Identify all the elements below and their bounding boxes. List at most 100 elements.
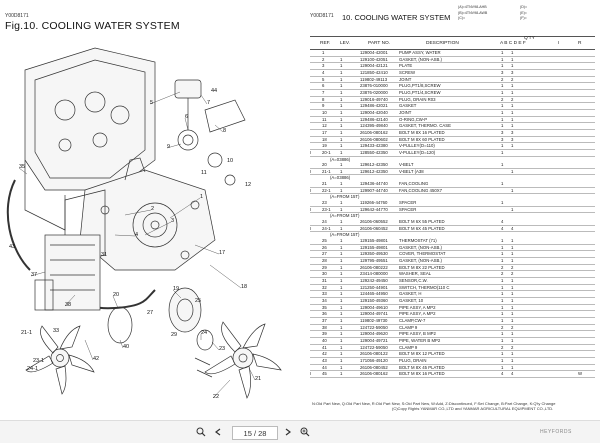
cell-m: I bbox=[310, 371, 312, 377]
cell-ref: 24-1 bbox=[322, 225, 331, 231]
cell-q2: 1 bbox=[511, 83, 514, 89]
header-part-no: PART NO. bbox=[368, 41, 391, 46]
cell-ref: 40 bbox=[322, 337, 327, 343]
callout-label: 11 bbox=[201, 170, 207, 176]
cell-desc: GASKET, (NON-ASB.) bbox=[399, 56, 442, 62]
zoom-out-icon[interactable] bbox=[196, 425, 206, 439]
cell-ref: 26 bbox=[322, 244, 327, 250]
cell-q1: 2 bbox=[501, 324, 504, 330]
cell-no: 26106-060452 bbox=[360, 225, 388, 231]
cell-q1: 1 bbox=[501, 304, 504, 310]
cell-desc: PIPE ASSY, A MP2 bbox=[399, 304, 436, 310]
cell-m: I bbox=[310, 149, 312, 155]
cell-desc: PIPE ASSY, A MP2 bbox=[399, 311, 436, 317]
figure-title: Fig.10. COOLING WATER SYSTEM bbox=[5, 20, 180, 32]
cell-q1: 1 bbox=[501, 181, 504, 187]
cell-desc: O-RING,CW-P bbox=[399, 116, 428, 122]
cell-lev: 1 bbox=[340, 181, 343, 187]
cell-desc: V-BELT (A38 bbox=[399, 168, 424, 174]
callout-label: 37 bbox=[31, 272, 37, 278]
model-b: (B)=4TNV98-AWB bbox=[458, 10, 488, 15]
table-row: (A=03886) bbox=[310, 175, 595, 181]
cell-lev: 1 bbox=[340, 357, 343, 363]
cell-ref: 6 bbox=[322, 83, 325, 89]
cell-q2: 1 bbox=[511, 206, 514, 212]
cell-desc: GASKET bbox=[399, 103, 417, 109]
cell-desc: COVER, THERMOSTAT bbox=[399, 251, 446, 257]
cell-lev: 1 bbox=[340, 317, 343, 323]
cell-q1: 2 bbox=[501, 76, 504, 82]
cell-desc: BOLT M 8X 16 PLATED bbox=[399, 129, 445, 135]
cell-desc: BOLT M 6X 45 PLATED bbox=[399, 225, 445, 231]
cell-lev: 1 bbox=[340, 225, 343, 231]
cell-ref: 21 bbox=[322, 181, 327, 187]
callout-label: 2 bbox=[151, 206, 154, 212]
cell-q2: 1 bbox=[511, 50, 514, 55]
cell-q2: 1 bbox=[511, 89, 514, 95]
callout-label: 31 bbox=[101, 252, 107, 258]
cell-no: 129016-49740 bbox=[360, 96, 388, 102]
cell-q1: 1 bbox=[501, 351, 504, 357]
cell-ref: (A=03886) bbox=[330, 175, 351, 181]
cell-desc: SPACER bbox=[399, 200, 417, 206]
section-title: 10. COOLING WATER SYSTEM bbox=[342, 13, 451, 22]
cell-lev: 1 bbox=[340, 83, 343, 89]
next-page-icon[interactable] bbox=[283, 425, 293, 439]
cell-ref: 45 bbox=[322, 371, 327, 377]
cell-lev: 1 bbox=[340, 168, 343, 174]
cell-ref: 38 bbox=[322, 324, 327, 330]
cell-lev: 1 bbox=[340, 271, 343, 277]
cell-q2: 1 bbox=[511, 56, 514, 62]
table-header: REF. LEV. PART NO. DESCRIPTION Q'TY A B … bbox=[310, 36, 594, 48]
cell-q1: 1 bbox=[501, 103, 504, 109]
cell-q2: 2 bbox=[511, 264, 514, 270]
cell-no: 124465-44950 bbox=[360, 291, 388, 297]
left-doc-code: Y00D8171 bbox=[5, 13, 29, 19]
page-indicator[interactable]: 15 / 28 bbox=[232, 426, 278, 440]
cell-q2: 4 bbox=[511, 225, 514, 231]
cell-desc: PLUG, DRAIN R03 bbox=[399, 96, 436, 102]
cell-no: 124722-59050 bbox=[360, 344, 388, 350]
cell-q2: 1 bbox=[511, 103, 514, 109]
copyright: (C)Copy Rights YANMAR CO.,LTD and YANMAR… bbox=[392, 406, 554, 411]
cell-no: 26106-080122 bbox=[360, 351, 388, 357]
cell-no: 129433-42380 bbox=[360, 143, 388, 149]
cell-ref: 32 bbox=[322, 284, 327, 290]
cell-ref: 31 bbox=[322, 277, 327, 283]
header-r: R bbox=[578, 41, 582, 46]
cell-q2: 2 bbox=[511, 96, 514, 102]
cell-desc: GASKET, 10 bbox=[399, 297, 424, 303]
callout-label: 35 bbox=[19, 164, 25, 170]
cell-no: 129004-42040 bbox=[360, 109, 388, 115]
previous-page-icon[interactable] bbox=[213, 425, 223, 439]
cell-ref: 34 bbox=[322, 297, 327, 303]
cell-lev: 1 bbox=[340, 109, 343, 115]
cell-q1: 1 bbox=[501, 251, 504, 257]
callout-label: 24 bbox=[201, 330, 207, 336]
cell-ref: 20 bbox=[322, 162, 327, 168]
cell-lev: 1 bbox=[340, 69, 343, 75]
cell-desc: BOLT M 6X 55 PLATED bbox=[399, 219, 445, 225]
cell-no: 26106-080222 bbox=[360, 264, 388, 270]
zoom-in-icon[interactable] bbox=[300, 425, 310, 439]
callout-label: 4 bbox=[135, 232, 138, 238]
cell-desc: GASKET, (NON-ASB.) bbox=[399, 258, 442, 263]
cell-desc: V-BELT bbox=[399, 162, 414, 168]
cell-ref: 33 bbox=[322, 291, 327, 297]
cell-lev: 1 bbox=[340, 136, 343, 142]
cell-lev: 1 bbox=[340, 200, 343, 206]
document-page: Y00D8171 Fig.10. COOLING WATER SYSTEM bbox=[5, 5, 595, 411]
cell-m: I bbox=[310, 168, 312, 174]
